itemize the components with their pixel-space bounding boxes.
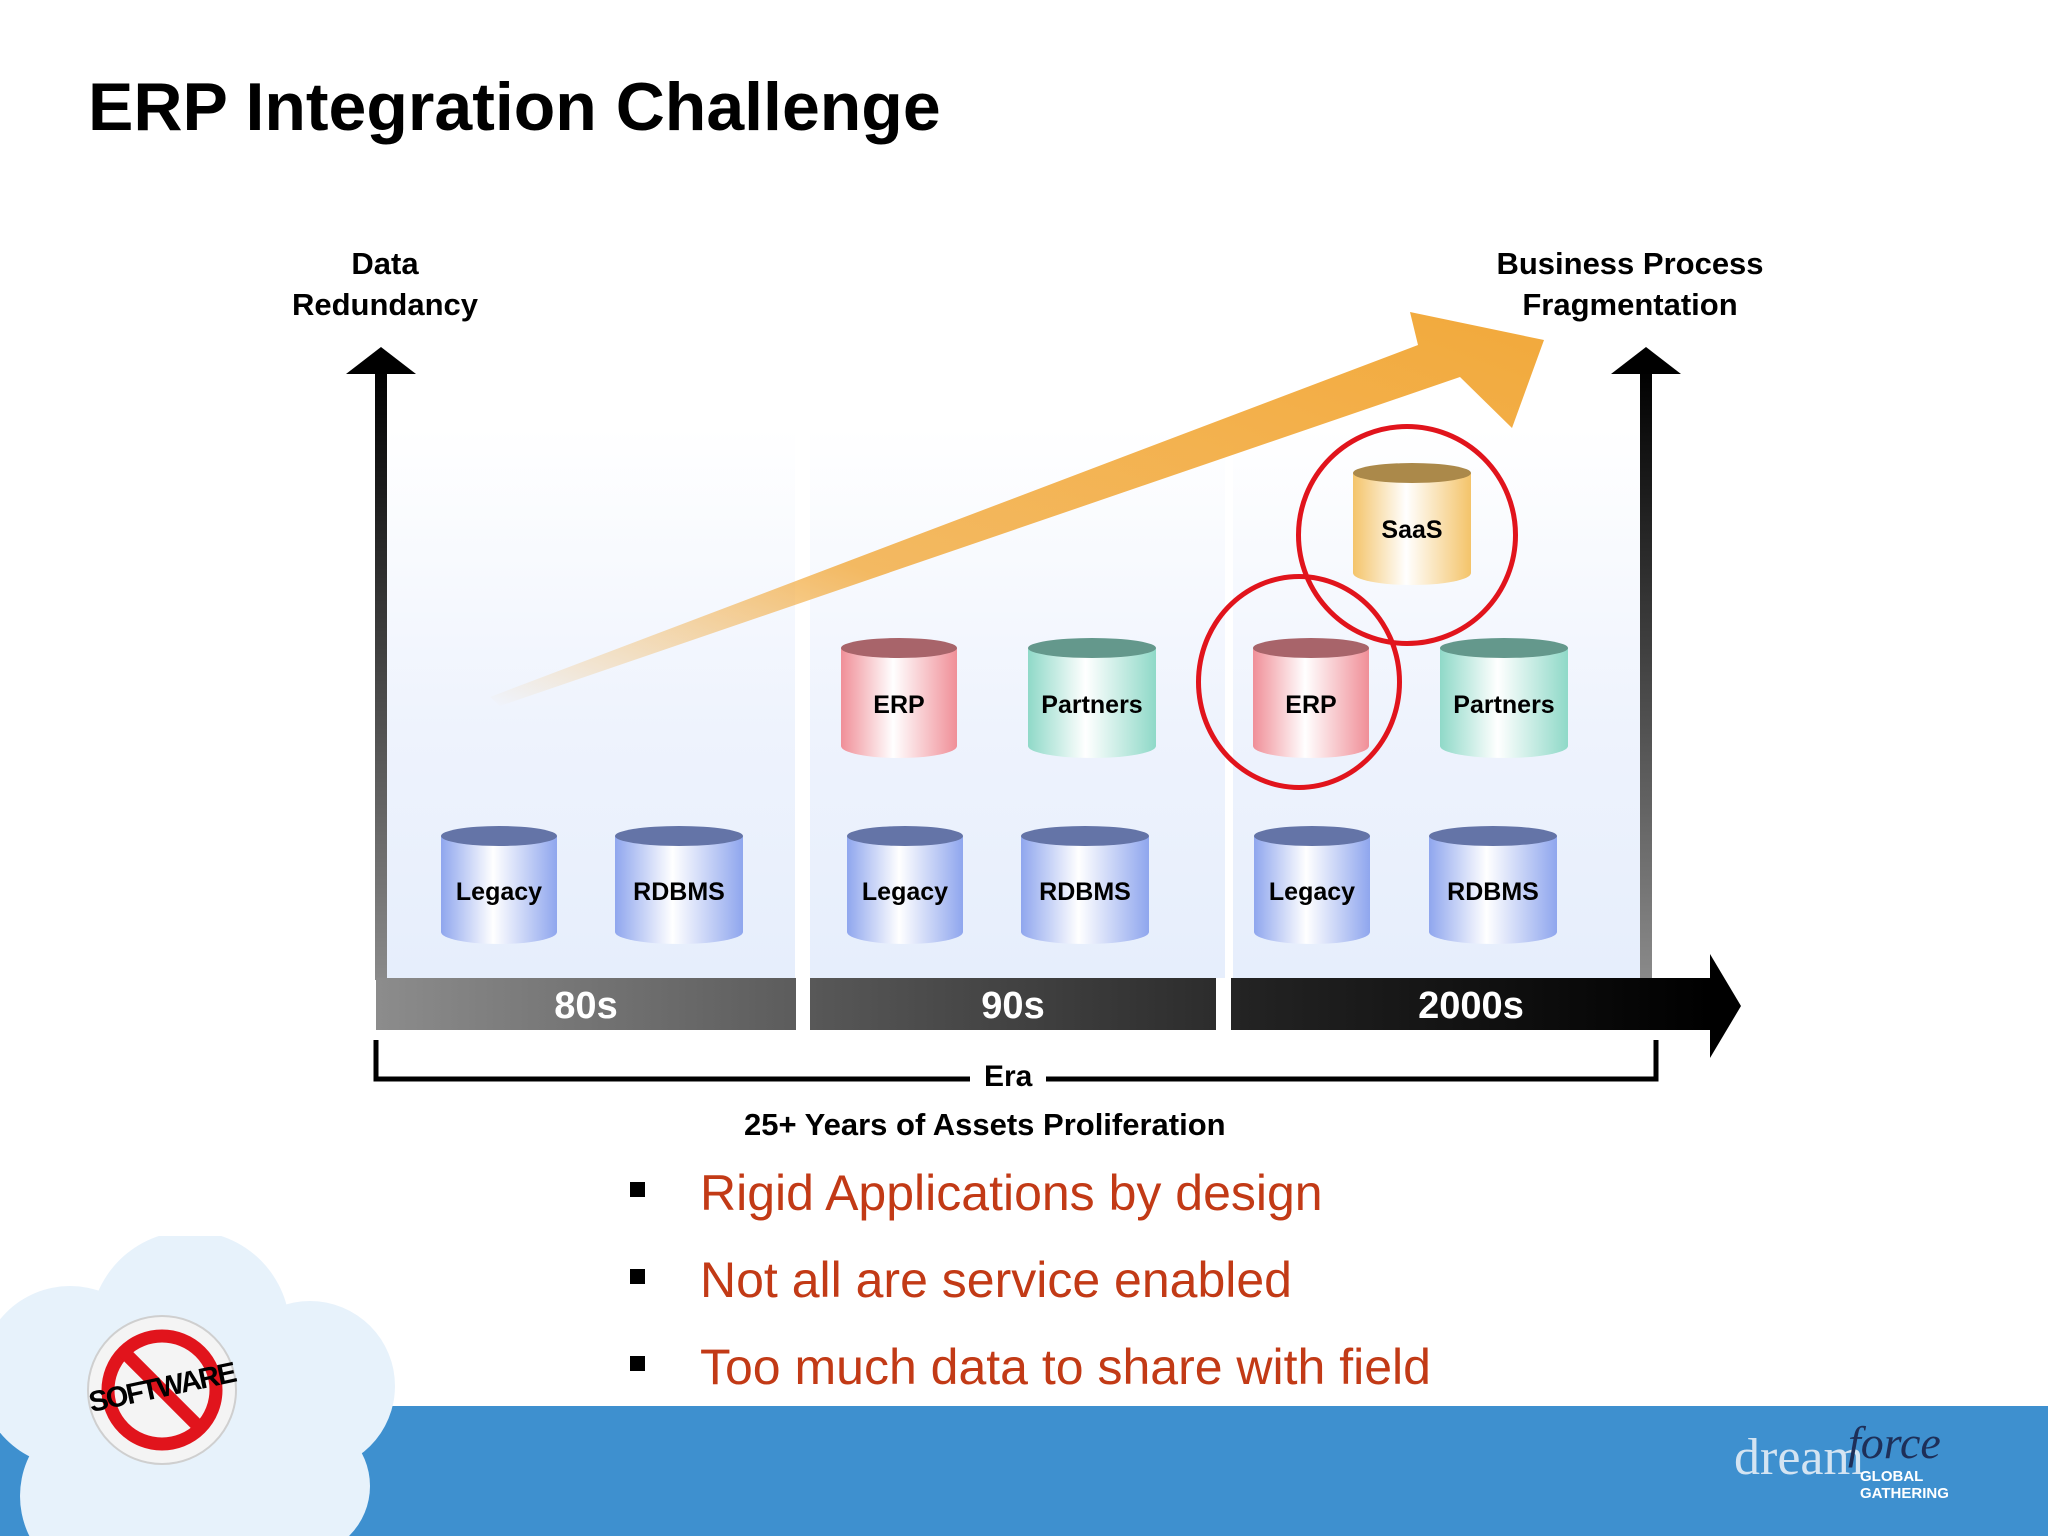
database-cylinder-rdbms: RDBMS (1429, 826, 1557, 944)
database-cylinder-legacy: Legacy (847, 826, 963, 944)
database-label: ERP (873, 691, 925, 719)
era-timeline-arrowhead (1710, 954, 1741, 1058)
right-axis-label-line2: Fragmentation (1522, 287, 1738, 322)
era-label-2000s: 2000s (1418, 985, 1524, 1027)
database-cylinder-erp: ERP (841, 638, 957, 758)
era-label-80s: 80s (554, 985, 618, 1027)
database-cylinder-partners: Partners (1028, 638, 1156, 758)
left-axis-label-line1: Data (351, 246, 419, 281)
dreamforce-logo-tagline: GLOBAL GATHERING (1860, 1468, 1949, 1502)
square-bullet-icon (630, 1356, 645, 1371)
right-axis-label-line1: Business Process (1496, 246, 1764, 281)
database-label: Legacy (455, 878, 543, 906)
database-label: RDBMS (1039, 878, 1131, 906)
dreamforce-logo-dream: dream (1734, 1429, 1864, 1486)
dreamforce-logo: dream force GLOBAL GATHERING (1730, 1417, 1990, 1518)
database-cylinder-rdbms: RDBMS (615, 826, 743, 944)
database-cylinder-legacy: Legacy (1254, 826, 1370, 944)
no-software-logo: SOFTWARE (86, 1314, 238, 1466)
database-label: Partners (1041, 691, 1143, 719)
era-bar-90s: 90s (810, 978, 1216, 1030)
database-label: Legacy (1268, 878, 1356, 906)
dreamforce-logo-force: force (1848, 1417, 1941, 1468)
era-axis-label: Era (970, 1060, 1047, 1094)
era-label-90s: 90s (981, 985, 1045, 1027)
right-axis-label: Business Process Fragmentation (1440, 243, 1820, 325)
left-axis-label-line2: Redundancy (291, 287, 479, 322)
square-bullet-icon (630, 1269, 645, 1284)
database-label: RDBMS (633, 878, 725, 906)
database-cylinder-legacy: Legacy (441, 826, 557, 944)
era-bar-2000s: 2000s (1231, 978, 1711, 1030)
no-software-badge-icon (87, 1315, 237, 1465)
bullet-item: Rigid Applications by design (620, 1158, 1431, 1245)
highlight-ring-erp (1196, 574, 1402, 790)
slide-title: ERP Integration Challenge (88, 69, 941, 145)
bullet-item: Not all are service enabled (620, 1245, 1431, 1332)
square-bullet-icon (630, 1182, 645, 1197)
highlight-ring-saas (1296, 424, 1518, 646)
database-label: RDBMS (1447, 878, 1539, 906)
left-axis-label: Data Redundancy (260, 243, 510, 325)
database-cylinder-partners: Partners (1440, 638, 1568, 758)
database-cylinder-rdbms: RDBMS (1021, 826, 1149, 944)
proliferation-caption: 25+ Years of Assets Proliferation (744, 1107, 1226, 1142)
database-label: Partners (1453, 691, 1555, 719)
bullet-list: Rigid Applications by design Not all are… (620, 1158, 1431, 1419)
database-label: Legacy (861, 878, 949, 906)
era-bar-80s: 80s (376, 978, 796, 1030)
bullet-item: Too much data to share with field (620, 1332, 1431, 1419)
